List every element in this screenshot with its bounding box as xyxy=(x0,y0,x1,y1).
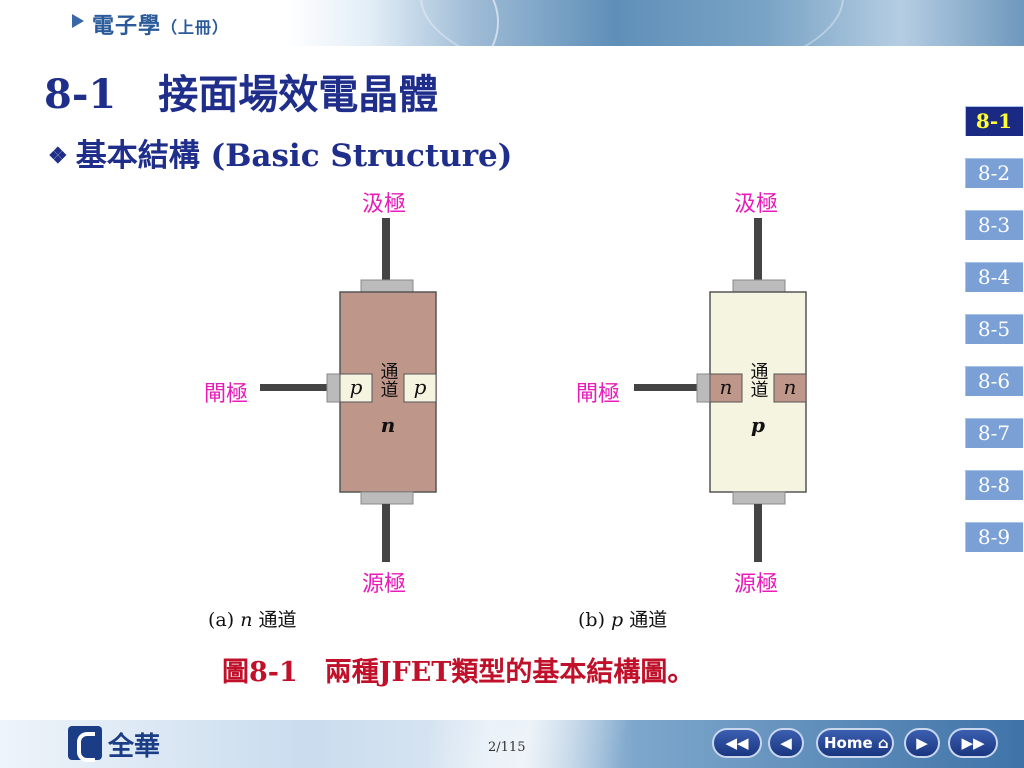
section-nav-item-8-1[interactable]: 8-1 xyxy=(965,106,1023,136)
drain-lead-a xyxy=(382,218,390,284)
jfet-diagram-p-channel: n n 通道 p xyxy=(634,218,807,562)
gate-region-left-b xyxy=(709,373,743,403)
gate-region-label-right-a: p xyxy=(414,375,427,399)
header-decoration xyxy=(420,0,844,46)
section-nav-item-8-3[interactable]: 8-3 xyxy=(965,210,1023,240)
gate-contact-a xyxy=(326,373,341,403)
gate-region-right-b xyxy=(773,373,807,403)
slide-title: 8-1 接面場效電晶體 xyxy=(44,62,438,120)
drain-lead-b xyxy=(754,218,762,284)
home-label: Home xyxy=(824,734,873,752)
page-number: 2/115 xyxy=(488,740,526,755)
channel-letter-a: n xyxy=(381,413,396,437)
publisher-logo-icon xyxy=(68,726,102,762)
section-title: 接面場效電晶體 xyxy=(158,71,439,118)
home-icon: ⌂ xyxy=(877,734,889,752)
source-lead-a xyxy=(382,504,390,562)
section-nav-item-8-2[interactable]: 8-2 xyxy=(965,158,1023,188)
publisher-name: 全華 xyxy=(108,732,161,762)
gate-region-right-a xyxy=(403,373,437,403)
gate-lead-a xyxy=(260,384,330,391)
gate-lead-b xyxy=(634,384,700,391)
last-page-icon: ▶▶ xyxy=(961,734,985,752)
gate-region-label-right-b: n xyxy=(784,375,797,399)
source-contact-a xyxy=(360,491,414,505)
subtitle-text: 基本結構 (Basic Structure) xyxy=(75,138,513,174)
drain-contact-b xyxy=(732,279,786,293)
section-number: 8-1 xyxy=(44,71,117,118)
last-page-button[interactable]: ▶▶ xyxy=(948,728,998,758)
section-nav-item-8-7[interactable]: 8-7 xyxy=(965,418,1023,448)
next-page-button[interactable]: ▶ xyxy=(904,728,940,758)
prev-page-button[interactable]: ◀ xyxy=(768,728,804,758)
source-label-b: 源極 xyxy=(734,572,779,597)
source-label-a: 源極 xyxy=(362,572,407,597)
drain-label-a: 汲極 xyxy=(362,192,407,217)
gate-label-b: 閘極 xyxy=(576,382,621,407)
prev-page-icon: ◀ xyxy=(780,734,792,752)
next-page-icon: ▶ xyxy=(916,734,928,752)
drain-label-b: 汲極 xyxy=(734,192,779,217)
book-subtitle: （上冊） xyxy=(161,18,230,37)
first-page-button[interactable]: ◀◀ xyxy=(712,728,762,758)
caption-b: (b) p 通道 xyxy=(578,609,668,631)
gate-label-a: 閘極 xyxy=(204,382,249,407)
gate-contact-b xyxy=(696,373,711,403)
section-nav-item-8-4[interactable]: 8-4 xyxy=(965,262,1023,292)
gate-region-left-a xyxy=(339,373,373,403)
jfet-diagram-n-channel: p p 通道 n xyxy=(260,218,437,562)
caption-a: (a) n 通道 xyxy=(208,609,297,631)
book-arrow-icon xyxy=(72,14,84,28)
book-title: 電子學（上冊） xyxy=(92,14,230,39)
drain-contact-a xyxy=(360,279,414,293)
channel-text-b: 通道 xyxy=(748,362,769,398)
section-nav-item-8-8[interactable]: 8-8 xyxy=(965,470,1023,500)
home-button[interactable]: Home ⌂ xyxy=(816,728,894,758)
source-lead-b xyxy=(754,504,762,562)
gate-region-label-left-b: n xyxy=(720,375,733,399)
section-nav-item-8-6[interactable]: 8-6 xyxy=(965,366,1023,396)
gate-region-label-left-a: p xyxy=(350,375,363,399)
slide-subtitle: ❖ 基本結構 (Basic Structure) xyxy=(48,130,512,175)
first-page-icon: ◀◀ xyxy=(725,734,749,752)
footer-decoration xyxy=(430,720,670,768)
diamond-bullet-icon: ❖ xyxy=(48,143,68,169)
header-banner xyxy=(0,0,1024,46)
channel-letter-b: p xyxy=(751,413,765,437)
channel-text-a: 通道 xyxy=(378,362,399,398)
source-contact-b xyxy=(732,491,786,505)
figure-caption: 圖8-1 兩種JFET類型的基本結構圖。 xyxy=(222,657,695,688)
section-nav-item-8-9[interactable]: 8-9 xyxy=(965,522,1023,552)
section-nav-item-8-5[interactable]: 8-5 xyxy=(965,314,1023,344)
